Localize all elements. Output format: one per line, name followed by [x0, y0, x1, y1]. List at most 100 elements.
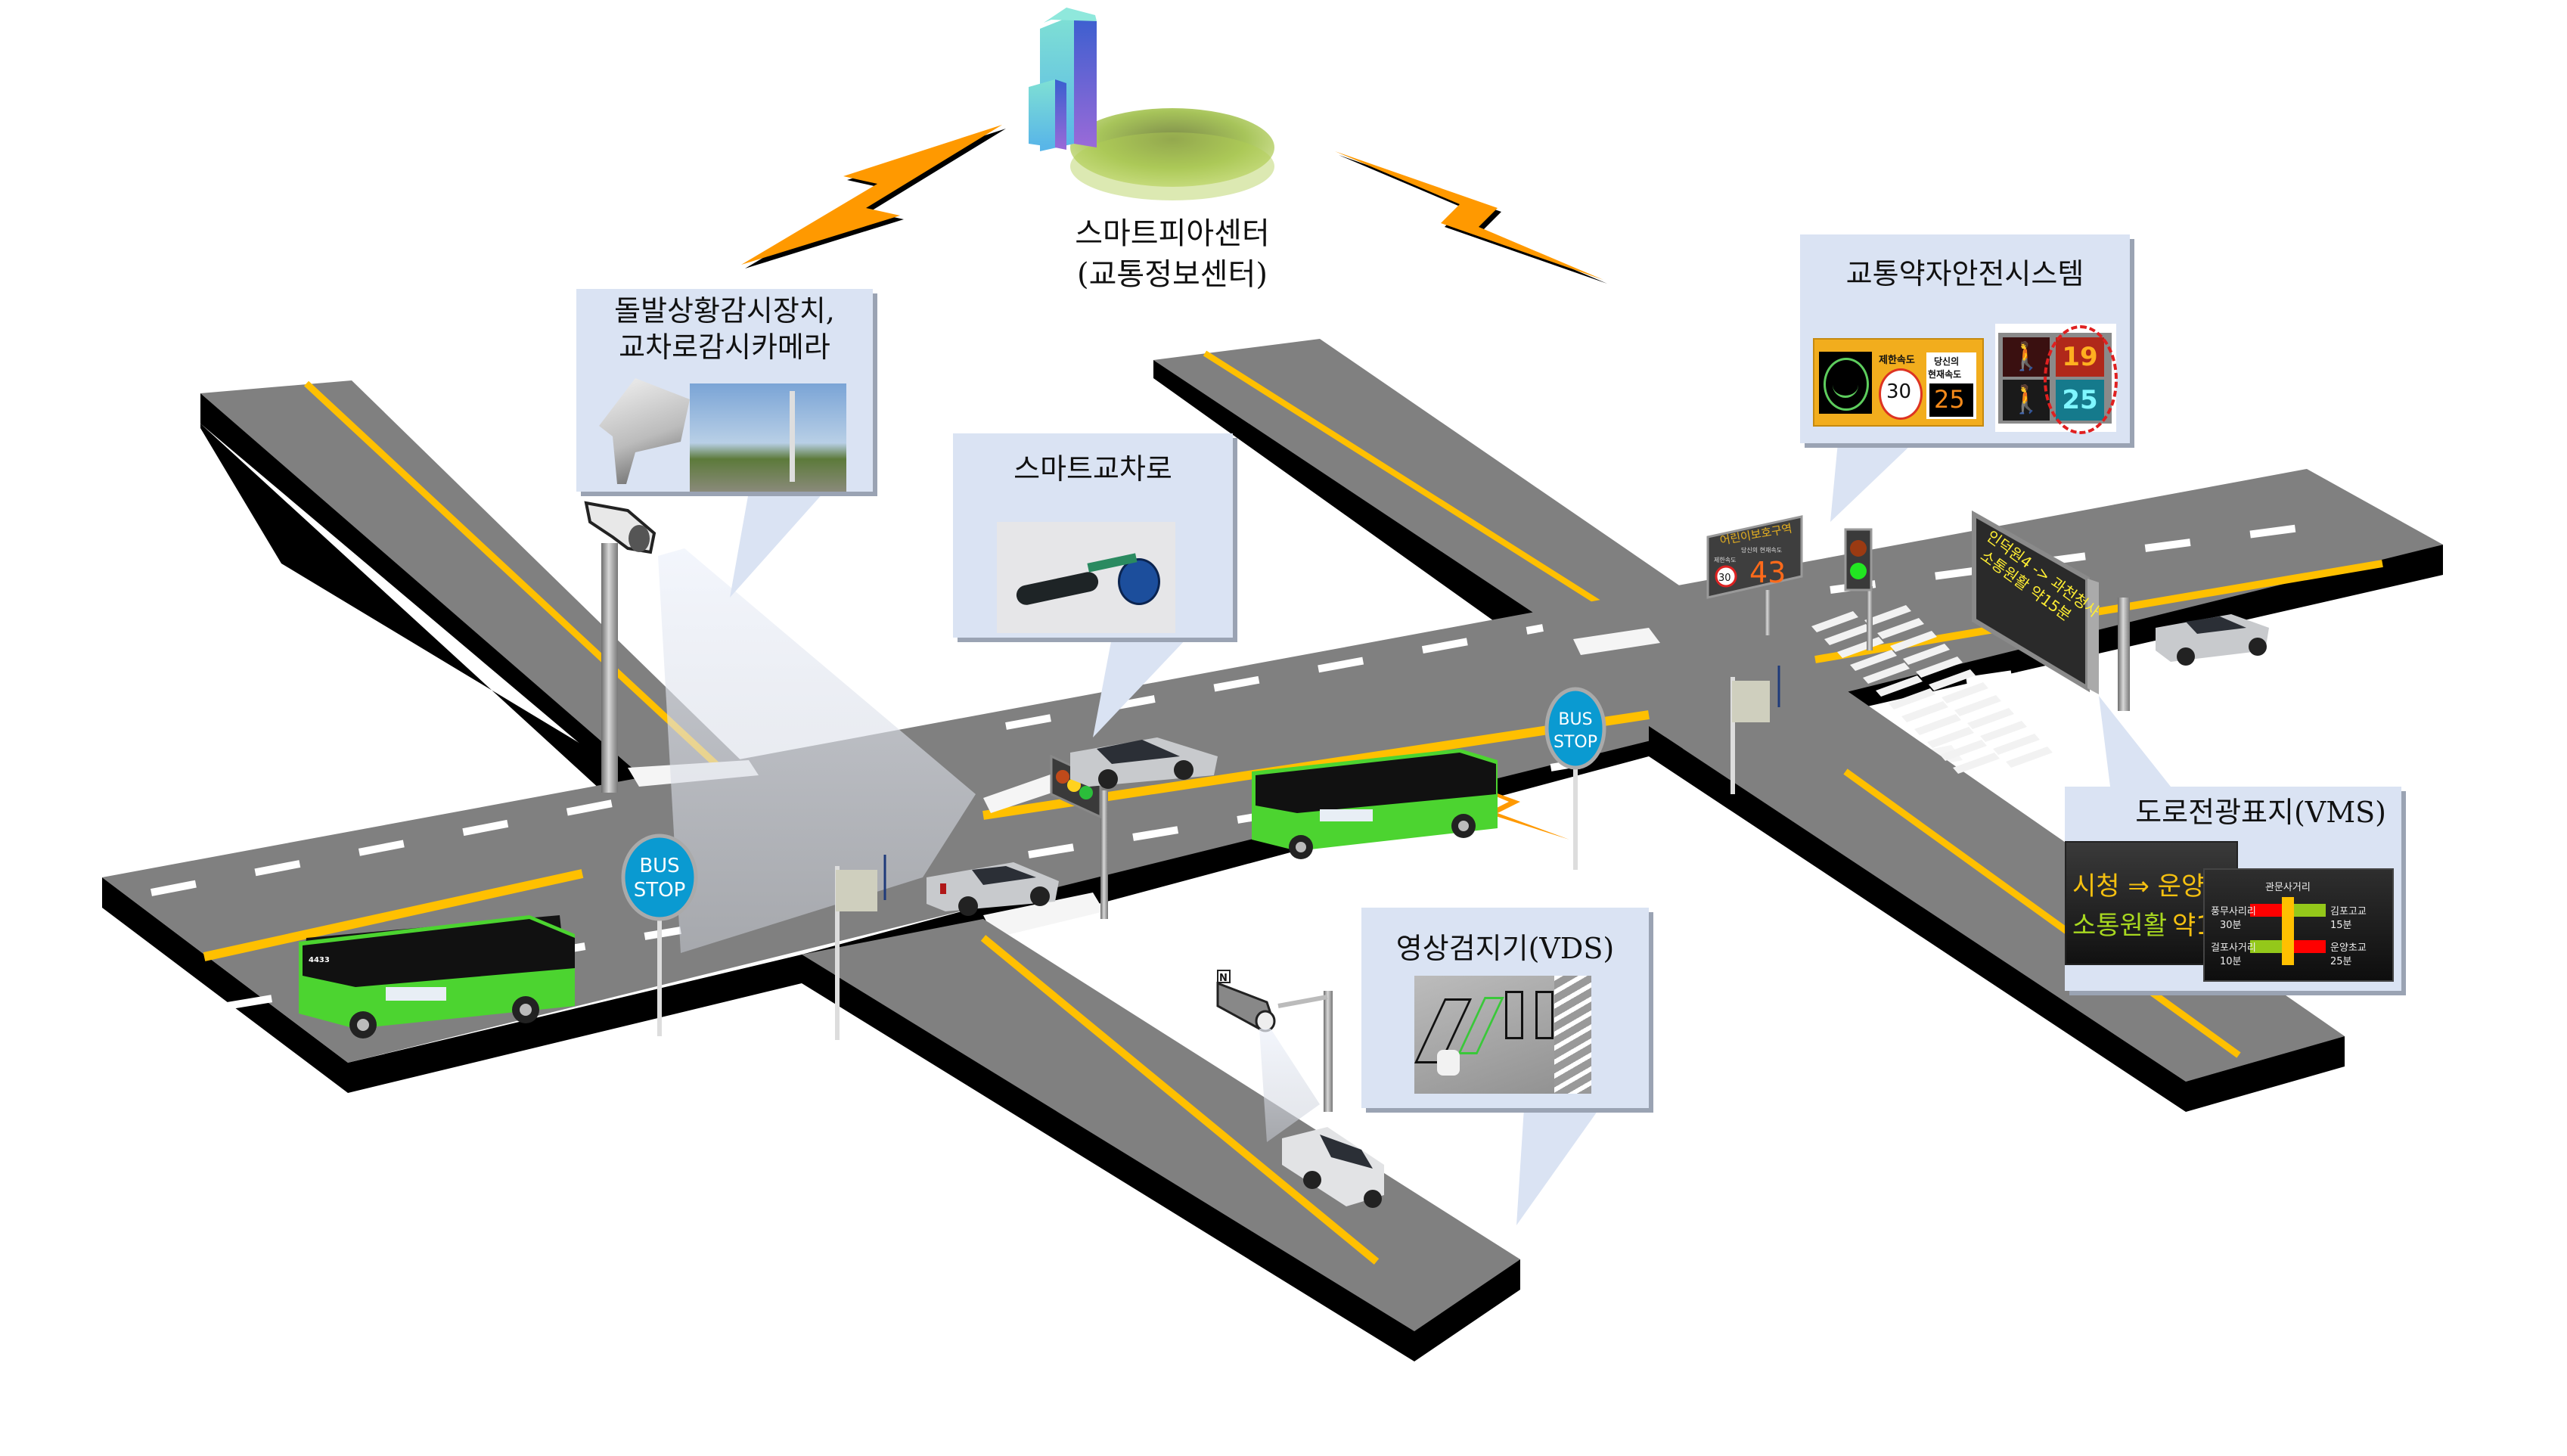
crosswalk-stripe: [1980, 721, 2027, 742]
vms-board-2-left-top: 풍무사리리: [2211, 906, 2256, 917]
bus-2: [1252, 749, 1498, 859]
crosswalk-stripe: [1901, 701, 1948, 722]
traffic-center-label: 스마트피아센터 (교통정보센터): [1040, 213, 1305, 295]
crosswalk-stripe: [1889, 688, 1935, 709]
crosswalk-stripe: [1903, 644, 1950, 665]
current-speed-label-1: 당신의: [1934, 356, 1960, 367]
smart-intersection-callout: 스마트교차로: [953, 433, 1233, 638]
cctv-camera-icon: [584, 501, 656, 554]
vds-camera-badge: N: [1219, 973, 1228, 984]
cctv-camera-photo: [599, 378, 690, 484]
vms-board-2-right-bottom-time: 25분: [2330, 956, 2352, 967]
vms-board-2-center: 관문사거리: [2265, 882, 2311, 893]
vds-camera-pole: N: [1216, 970, 1333, 1142]
bus-1: 4433: [299, 915, 575, 1038]
traffic-center-subtitle: (교통정보센터): [1076, 257, 1268, 292]
bus-stop-1-line2: STOP: [634, 879, 686, 902]
crosswalk-stripe: [1914, 714, 1961, 735]
traffic-center-hub: [1029, 8, 1274, 200]
incident-callout-title: 돌발상황감시장치, 교차로감시카메라: [576, 293, 873, 365]
vms-board-2-axis: [2282, 897, 2294, 965]
road-vms-gantry: 인덕원4 -> 과천청사 소통원활 약15분: [1972, 510, 2130, 711]
crosswalk-stripe: [1940, 740, 1987, 761]
speed-feedback-sign: 제한속도 30 당신의 현재속도 25: [1813, 338, 1984, 427]
incident-callout-pointer: [730, 492, 824, 598]
vms-board-2-left-top-time: 30분: [2220, 920, 2242, 931]
smart-intersection-callout-pointer: [1093, 638, 1187, 737]
car-1: [1070, 737, 1218, 789]
vms-board-2-left-bottom: 걸포사거리: [2211, 942, 2256, 954]
vms-board-2-left-bottom-time: 10분: [2220, 956, 2242, 967]
suv-1: [1282, 1127, 1384, 1208]
vds-callout-title: 영상검지기(VDS): [1395, 932, 1615, 965]
crosswalk-stripe: [1954, 695, 2001, 716]
bus-stop-1-line1: BUS: [639, 855, 679, 877]
vms-board-2-bar-right-top: [2294, 904, 2326, 917]
car-2: [927, 862, 1059, 916]
crosswalk-stripe: [1890, 631, 1937, 652]
crosswalk-stripe: [1863, 663, 1910, 684]
current-speed-label-2: 현재속도: [1928, 369, 1962, 380]
crosswalk-stripe: [1929, 669, 1976, 691]
building-icon: [1029, 8, 1097, 151]
vds-callout: 영상검지기(VDS): [1361, 908, 1649, 1108]
school-zone-limit-value: 30: [1718, 573, 1731, 584]
crosswalk-stripe: [1927, 727, 1974, 748]
bus-stop-2-line1: BUS: [1558, 710, 1592, 729]
camera-pole-photo: [690, 383, 846, 492]
wireless-link-bus-icon: [1437, 771, 1569, 840]
crosswalk-stripe: [1877, 618, 1924, 639]
roadside-controller-1: [835, 855, 886, 1040]
vms-board-2-bar-left-top: [2250, 904, 2282, 917]
countdown-highlight-ring: [2044, 325, 2118, 434]
traffic-center-name: 스마트피아센터: [1075, 216, 1270, 251]
vms-callout-title: 도로전광표지(VMS): [2135, 796, 2386, 829]
vms-board-2-right-top-time: 15분: [2330, 920, 2352, 931]
speed-limit-circle: [1879, 368, 1923, 420]
school-zone-limit-label: 제한속도: [1714, 557, 1736, 563]
crosswalk-stripe: [2006, 747, 2053, 768]
crosswalk-stripe: [1942, 682, 1988, 703]
speed-limit-label: 제한속도: [1879, 355, 1915, 366]
crosswalk-stripe: [1811, 611, 1858, 632]
road-north: [1153, 339, 1724, 645]
crosswalk-stripe: [1876, 675, 1923, 697]
safety-callout-pointer: [1830, 442, 1914, 522]
wireless-link-right-icon: [1335, 151, 1607, 284]
vulnerable-safety-callout: 교통약자안전시스템 제한속도 30 당신의 현재속도 25 🚶 🚶 19 25: [1800, 234, 2130, 443]
crosswalk-stripe: [1967, 708, 2014, 729]
vms-board-2-bar-left-bottom: [2250, 940, 2282, 953]
school-zone-speed-sign: 어린이보호구역 제한속도 30 당신의 현재속도 43: [1706, 515, 1803, 635]
bus-stop-sign-2: BUS STOP: [1544, 687, 1606, 870]
bus-1-number: 4433: [309, 956, 330, 964]
crosswalk-stripe: [1953, 753, 2000, 774]
crosswalk-stripe: [1864, 605, 1911, 626]
current-speed-display: [1929, 383, 1973, 417]
pedestrian-stop-icon: 🚶: [2003, 337, 2050, 377]
pedestrian-countdown-signal: 🚶 🚶 19 25: [1995, 324, 2118, 434]
incident-camera-callout: 돌발상황감시장치, 교차로감시카메라: [576, 289, 873, 492]
vms-board-1-status: 소통원활: [2072, 911, 2168, 941]
current-speed-value: 25: [1934, 385, 1965, 414]
incident-camera-pole: [584, 501, 656, 793]
vms-board-2-bar-right-bottom: [2294, 940, 2326, 953]
car-3: [2156, 614, 2269, 666]
vms-board-2: 관문사거리 풍무사리리 30분 김포고교 15분 걸포사거리 10분 운양초교 …: [2203, 868, 2394, 982]
smart-intersection-title: 스마트교차로: [1013, 452, 1172, 486]
crosswalk: [1811, 605, 2053, 774]
crosswalk-stripe: [1916, 657, 1963, 678]
school-zone-current-label: 당신의 현재속도: [1741, 546, 1782, 554]
crosswalk-stripe: [1993, 734, 2040, 755]
incident-callout-title-line1: 돌발상황감시장치,: [614, 294, 835, 328]
road-south-vds: [802, 919, 1520, 1361]
bus-stop-sign-1: BUS STOP: [621, 834, 698, 1036]
school-zone-current-value: 43: [1749, 556, 1786, 589]
traffic-signal-photo: [997, 522, 1175, 633]
vds-callout-pointer: [1516, 1108, 1600, 1225]
crosswalk-stripe: [1824, 624, 1871, 645]
vds-camera-icon: N: [1216, 970, 1276, 1032]
pedestrian-walk-icon: 🚶: [2003, 380, 2050, 421]
vulnerable-safety-title: 교통약자안전시스템: [1845, 257, 2084, 290]
incident-callout-title-line2: 교차로감시카메라: [619, 331, 830, 364]
camera-view-beam: [658, 548, 976, 953]
